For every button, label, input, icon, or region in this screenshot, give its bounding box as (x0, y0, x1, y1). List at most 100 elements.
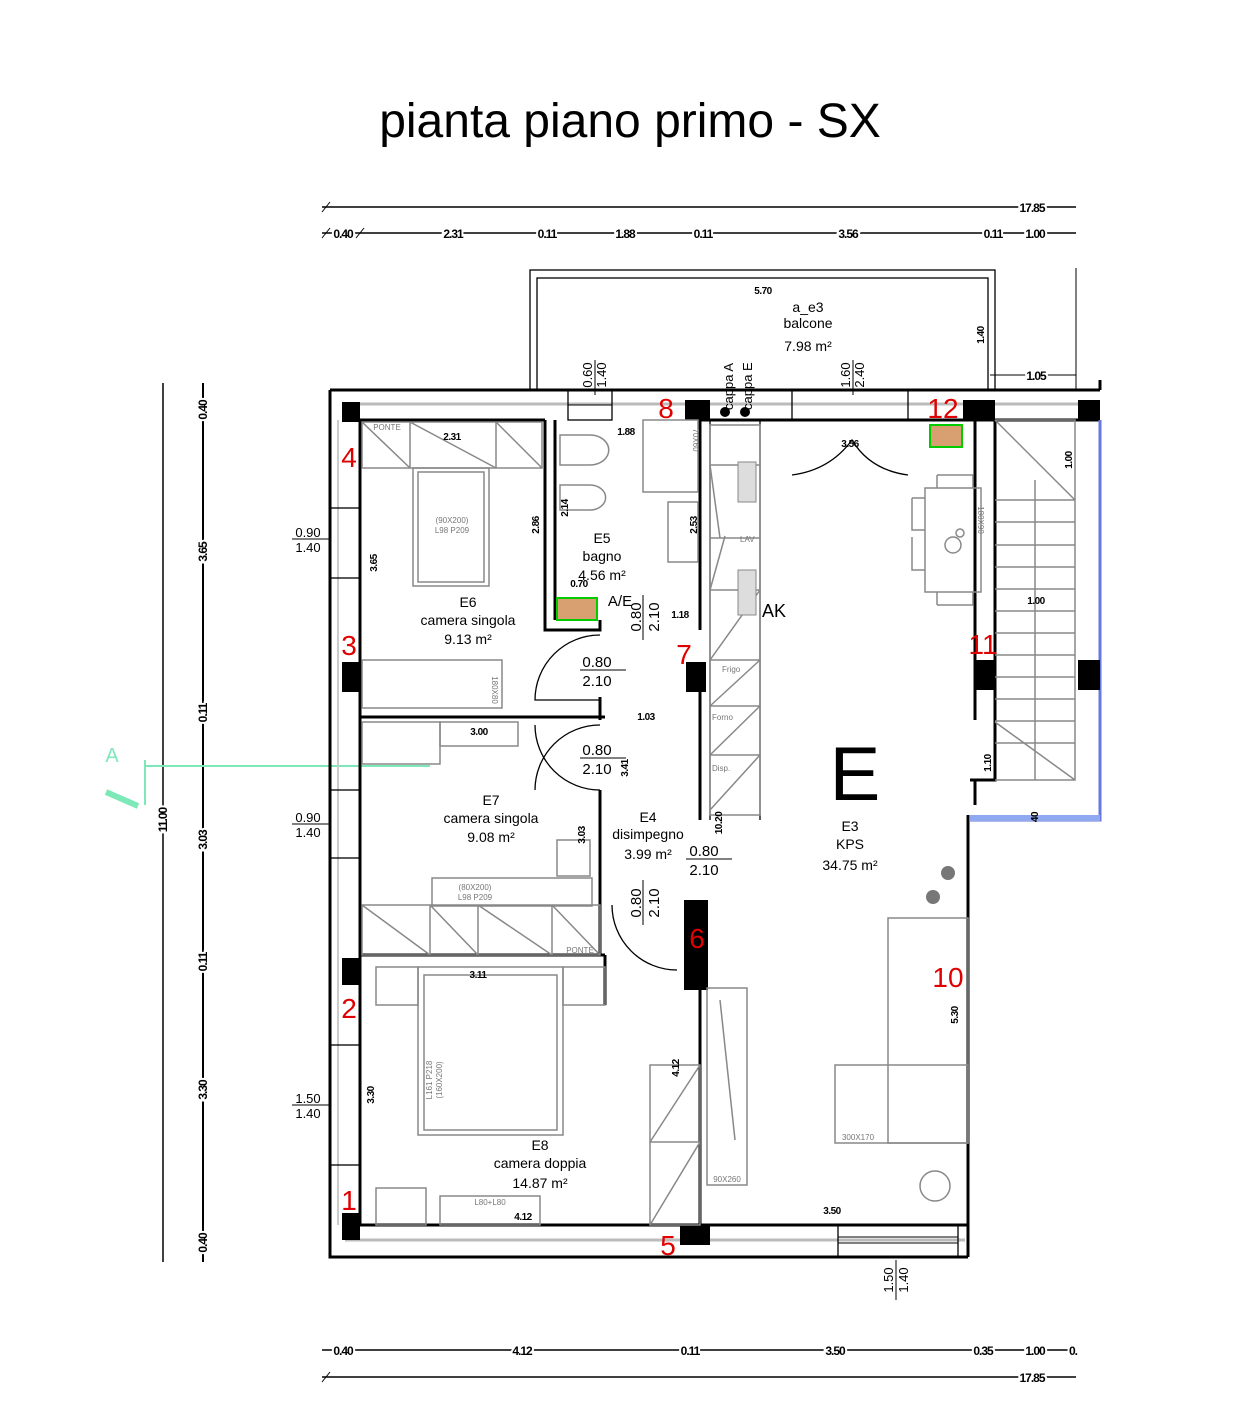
window-width: 1.50 (881, 1267, 896, 1292)
door-height: 2.10 (689, 862, 718, 879)
room-code: E5 (593, 530, 610, 546)
window-width: 0.60 (580, 362, 595, 387)
furniture-label: 70X60 (691, 428, 700, 452)
inner-dim: 3.41 (620, 758, 631, 776)
room-name: camera singola (421, 612, 516, 628)
balcony-offset-dim: 1.05 (1026, 369, 1047, 383)
bottom-dim: 0. (1069, 1344, 1078, 1358)
bottom-dim: 4.12 (512, 1344, 533, 1358)
inner-dim: 40 (1030, 811, 1041, 822)
furniture-label: 180X90 (976, 506, 985, 534)
window-height: 1.40 (295, 1106, 320, 1121)
bottom-dim: 0.40 (333, 1344, 354, 1358)
inner-dim: 10.20 (714, 811, 725, 834)
room-e7-label: E7 camera singola 9.08 m² (444, 792, 539, 845)
inner-dim: 3.65 (369, 553, 380, 571)
window-height: 1.40 (594, 362, 609, 387)
pillar-number: 4 (341, 442, 357, 473)
window-width: 0.90 (295, 525, 320, 540)
left-window-labels: 0.90 1.40 0.90 1.40 1.50 1.40 (292, 525, 330, 1121)
balcony-width: 5.70 (754, 286, 772, 297)
bottom-dim: 1.00 (1025, 1344, 1046, 1358)
door-width: 0.80 (628, 888, 645, 917)
door-width: 0.80 (582, 742, 611, 759)
door-height: 2.10 (646, 602, 663, 631)
furniture-label: L80+L80 (474, 1198, 506, 1207)
furniture-label: PONTE (566, 946, 594, 955)
furniture-label: Disp. (712, 764, 730, 773)
furniture-label: LAV (740, 535, 755, 544)
inner-dimensions: 2.31 3.65 1.88 2.86 2.14 2.53 0.70 1.18 … (366, 427, 1075, 1223)
pillar-number: 3 (341, 630, 357, 661)
left-dim: 3.30 (196, 1079, 210, 1100)
bottom-dimension-lines: 0.40 4.12 0.11 3.50 0.35 1.00 0. 17.85 (321, 1342, 1081, 1387)
room-area: 7.98 m² (784, 338, 832, 354)
furniture-label: (80X200) (459, 883, 492, 892)
top-dim: 1.00 (1025, 227, 1046, 241)
pillar-number: 1 (341, 1185, 357, 1216)
room-code: a_e3 (792, 299, 823, 315)
inner-dim: 2.31 (443, 432, 461, 443)
window-height: 1.40 (295, 825, 320, 840)
room-area: 34.75 m² (822, 857, 878, 873)
hood-label: cappa A (721, 363, 736, 410)
inner-dim: 2.14 (560, 498, 571, 516)
door-height: 2.10 (582, 673, 611, 690)
door-width: 0.80 (628, 602, 645, 631)
room-area: 14.87 m² (512, 1175, 568, 1191)
shaft-label: A/E (608, 593, 632, 610)
room-area: 9.13 m² (444, 631, 492, 647)
furniture-label: 180X80 (490, 676, 499, 704)
top-dimension-lines: 17.85 0.40 2.31 0.11 1.88 0.11 3.56 0.11… (321, 199, 1076, 243)
left-dim: 3.65 (196, 541, 210, 562)
furniture-label: L161 P218 (425, 1060, 434, 1099)
kitchen-label: AK (762, 601, 786, 621)
bottom-total-dim: 17.85 (1019, 1371, 1045, 1385)
furniture-label: 90X260 (713, 1175, 741, 1184)
door-width: 0.80 (582, 654, 611, 671)
inner-dim: 3.03 (577, 825, 588, 843)
plan-title: pianta piano primo - SX (379, 95, 881, 148)
room-name: bagno (583, 548, 622, 564)
doors: 0.80 2.10 0.80 2.10 0.80 2.10 0.80 2.10 … (534, 595, 732, 971)
inner-dim: 2.86 (531, 515, 542, 533)
pillar-number: 12 (927, 393, 958, 424)
left-dim: 0.40 (196, 1232, 210, 1253)
pillar-number: 2 (341, 993, 357, 1024)
top-dim: 0.11 (984, 227, 1004, 241)
room-code: E8 (531, 1137, 548, 1153)
window-width: 0.90 (295, 810, 320, 825)
furniture-label: L98 P209 (435, 526, 470, 535)
room-code: E4 (639, 809, 656, 825)
pillars (342, 400, 1100, 1245)
furniture-label: (90X200) (436, 516, 469, 525)
bottom-dim: 3.50 (825, 1344, 846, 1358)
window-height: 2.40 (852, 362, 867, 387)
room-e6-label: E6 camera singola 9.13 m² (421, 594, 516, 647)
top-dim: 0.40 (333, 227, 354, 241)
top-total-dim: 17.85 (1019, 201, 1045, 215)
top-dim: 0.11 (694, 227, 714, 241)
furniture-label: L98 P209 (458, 893, 493, 902)
room-area: 4.56 m² (578, 567, 626, 583)
room-code: E7 (482, 792, 499, 808)
room-area: 9.08 m² (467, 829, 515, 845)
room-name: disimpegno (612, 826, 684, 842)
furniture-label: PONTE (373, 423, 401, 432)
door-height: 2.10 (582, 761, 611, 778)
hood-label: cappa E (740, 362, 755, 410)
furniture-label: 300X170 (842, 1133, 875, 1142)
left-dim: 3.03 (196, 829, 210, 850)
left-dim: 0.11 (196, 951, 210, 971)
inner-dim: 0.70 (570, 579, 588, 590)
inner-dim: 3.50 (823, 1206, 841, 1217)
room-area: 3.99 m² (624, 846, 672, 862)
pillar-numbers: 1 2 3 4 5 6 7 8 10 11 12 (341, 393, 997, 1261)
left-total-dim: 11.00 (156, 806, 170, 832)
inner-dim: 4.12 (671, 1058, 682, 1076)
room-name: camera singola (444, 810, 539, 826)
inner-dim: 1.10 (983, 753, 994, 771)
room-name: balcone (783, 315, 832, 331)
pillar-number: 5 (660, 1230, 676, 1261)
